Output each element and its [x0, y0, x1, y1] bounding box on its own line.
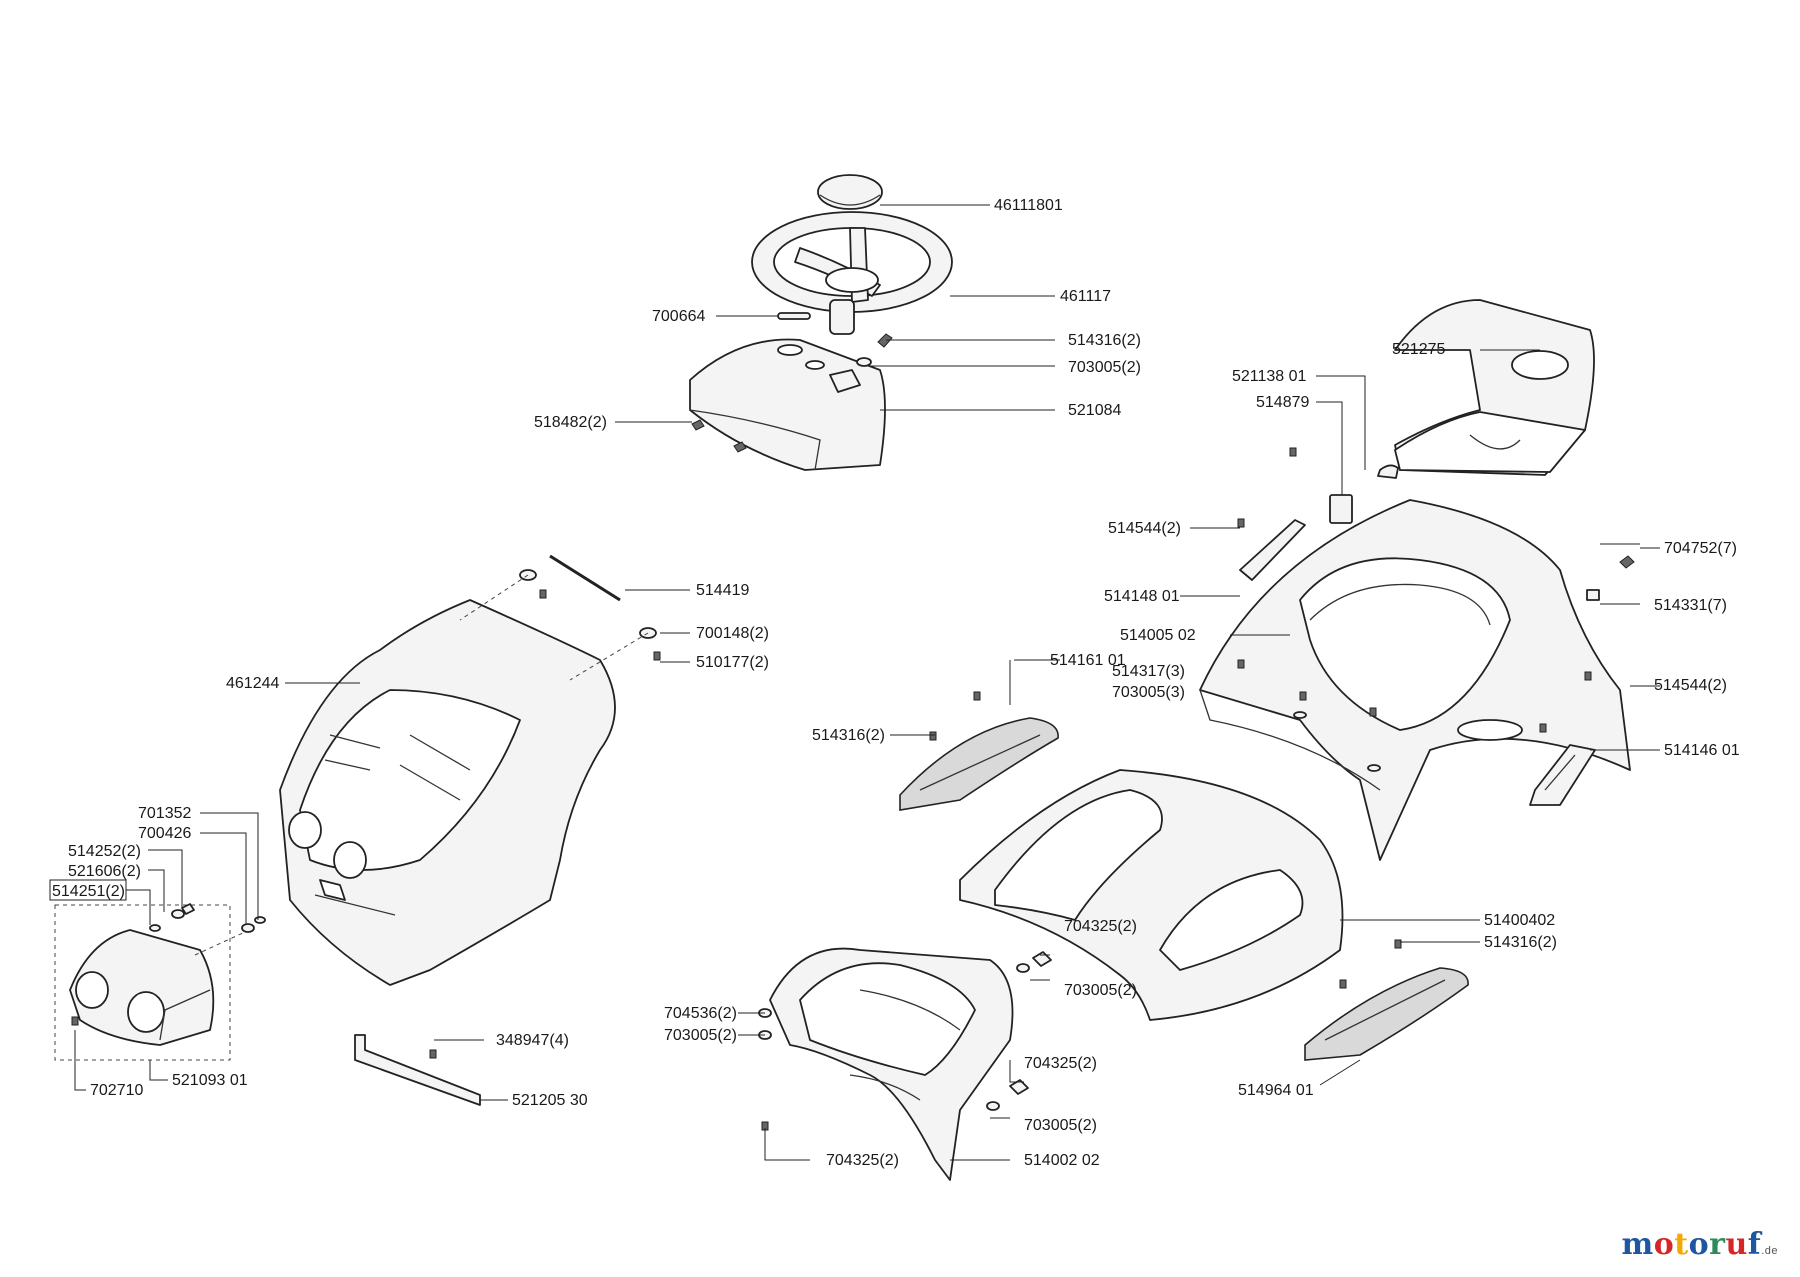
- side-bracket: [1239, 519, 1306, 581]
- label-700148: 700148(2): [696, 625, 769, 642]
- label-521205-30: 521205 30: [512, 1092, 588, 1109]
- label-703005-dash: 703005(2): [1068, 359, 1141, 376]
- label-521606: 521606(2): [68, 863, 141, 880]
- left-footplate: [899, 691, 1059, 811]
- label-703005-3: 703005(3): [1112, 684, 1185, 701]
- label-514419: 514419: [696, 582, 749, 599]
- steering-cap: [817, 174, 883, 210]
- label-704752: 704752(7): [1664, 540, 1737, 557]
- label-348947: 348947(4): [496, 1032, 569, 1049]
- brand-letter: o: [1688, 1227, 1710, 1262]
- label-51400402: 51400402: [1484, 912, 1555, 929]
- label-514251-box: [49, 879, 127, 901]
- label-514002-02: 514002 02: [1024, 1152, 1100, 1169]
- label-514316-left: 514316(2): [812, 727, 885, 744]
- leader-lines: [74, 204, 1660, 1161]
- label-514316-dash: 514316(2): [1068, 332, 1141, 349]
- brand-letter: u: [1725, 1227, 1748, 1262]
- label-521275: 521275: [1392, 341, 1445, 358]
- label-514331: 514331(7): [1654, 597, 1727, 614]
- label-514879: 514879: [1256, 394, 1309, 411]
- switch: [1329, 464, 1399, 524]
- front-cowl: [769, 947, 1014, 1181]
- brand-letter: t: [1674, 1227, 1689, 1262]
- label-704536: 704536(2): [664, 1005, 737, 1022]
- label-514964-01: 514964 01: [1238, 1082, 1314, 1099]
- steering-pin: [777, 312, 811, 320]
- hood-fasteners: [459, 569, 661, 681]
- label-703005-low: 703005(2): [1024, 1117, 1097, 1134]
- label-701352: 701352: [138, 805, 191, 822]
- brand-domain: .de: [1761, 1245, 1778, 1257]
- label-700426: 700426: [138, 825, 191, 842]
- label-521093-01: 521093 01: [172, 1072, 248, 1089]
- steering-wheel: [751, 211, 953, 335]
- brand-letter: m: [1621, 1227, 1654, 1262]
- brand-letter: r: [1709, 1227, 1726, 1262]
- part-labels: 46111801 461117 700664 514316(2) 703005(…: [49, 197, 1740, 1169]
- right-footplate: [1304, 939, 1469, 1061]
- motoruf-logo: motoruf.de: [1622, 1227, 1778, 1262]
- label-514544-top: 514544(2): [1108, 520, 1181, 537]
- label-704325-mid: 704325(2): [1024, 1055, 1097, 1072]
- label-521138-01: 521138 01: [1232, 368, 1307, 385]
- label-510177: 510177(2): [696, 654, 769, 671]
- headlight-box: [54, 904, 231, 1061]
- headlight-fasteners: [71, 903, 266, 1026]
- dashboard-cover: [689, 338, 886, 471]
- label-514161-01: 514161 01: [1050, 652, 1126, 669]
- fender-screws: [1237, 447, 1635, 772]
- label-704325-low: 704325(2): [826, 1152, 899, 1169]
- label-514005-02: 514005 02: [1120, 627, 1196, 644]
- label-514251: 514251(2): [52, 883, 125, 900]
- dash-screws: [691, 333, 893, 453]
- label-46111801: 46111801: [994, 197, 1063, 214]
- headlight-unit: [69, 929, 215, 1046]
- label-514252: 514252(2): [68, 843, 141, 860]
- floor-pan: [959, 769, 1344, 1021]
- label-703005-left: 703005(2): [664, 1027, 737, 1044]
- label-703005-mid: 703005(2): [1064, 982, 1137, 999]
- label-514544-right: 514544(2): [1654, 677, 1727, 694]
- label-704325-top: 704325(2): [1064, 918, 1137, 935]
- label-514148-01: 514148 01: [1104, 588, 1180, 605]
- hood: [279, 599, 616, 986]
- label-700664: 700664: [652, 308, 705, 325]
- label-461244: 461244: [226, 675, 279, 692]
- label-521084: 521084: [1068, 402, 1121, 419]
- label-514146-01: 514146 01: [1664, 742, 1740, 759]
- label-461117: 461117: [1060, 288, 1111, 305]
- seat: [1394, 299, 1595, 476]
- brand-letter: f: [1747, 1227, 1762, 1262]
- hood-rod: [549, 554, 621, 602]
- label-514316-right: 514316(2): [1484, 934, 1557, 951]
- label-702710: 702710: [90, 1082, 143, 1099]
- rear-fender: [1199, 499, 1631, 861]
- front-bracket: [354, 1034, 481, 1106]
- label-518482: 518482(2): [534, 414, 607, 431]
- label-514317: 514317(3): [1112, 663, 1185, 680]
- brand-letter: o: [1653, 1227, 1675, 1262]
- rear-step-trim: [1529, 744, 1596, 806]
